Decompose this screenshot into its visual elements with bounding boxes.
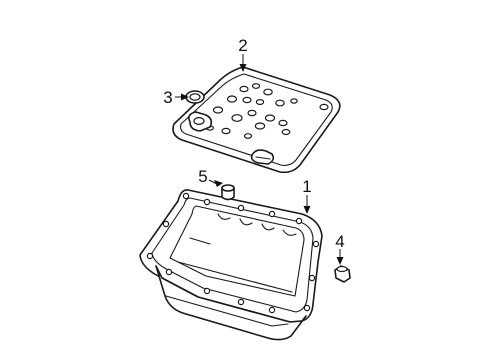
callout-2: 2: [238, 36, 247, 55]
callout-5: 5: [198, 167, 207, 186]
pan-bolt-holes: [146, 192, 320, 314]
callout-labels: 1 2 3 4 5: [163, 36, 344, 251]
pan-bolt: [334, 265, 351, 283]
callout-1: 1: [302, 177, 311, 196]
magnet-plug: [221, 184, 235, 201]
pickup-boss: [188, 111, 213, 132]
callout-4: 4: [335, 232, 344, 251]
plate-holes: [206, 83, 329, 139]
pan-ribs: [177, 213, 297, 293]
filter-separator-plate: [172, 66, 341, 174]
filter-outlet-slot: [250, 149, 275, 165]
filter-seal: [185, 90, 205, 104]
leader-lines: [175, 54, 344, 265]
transmission-oil-pan: [139, 189, 323, 341]
callout-3: 3: [163, 88, 172, 107]
